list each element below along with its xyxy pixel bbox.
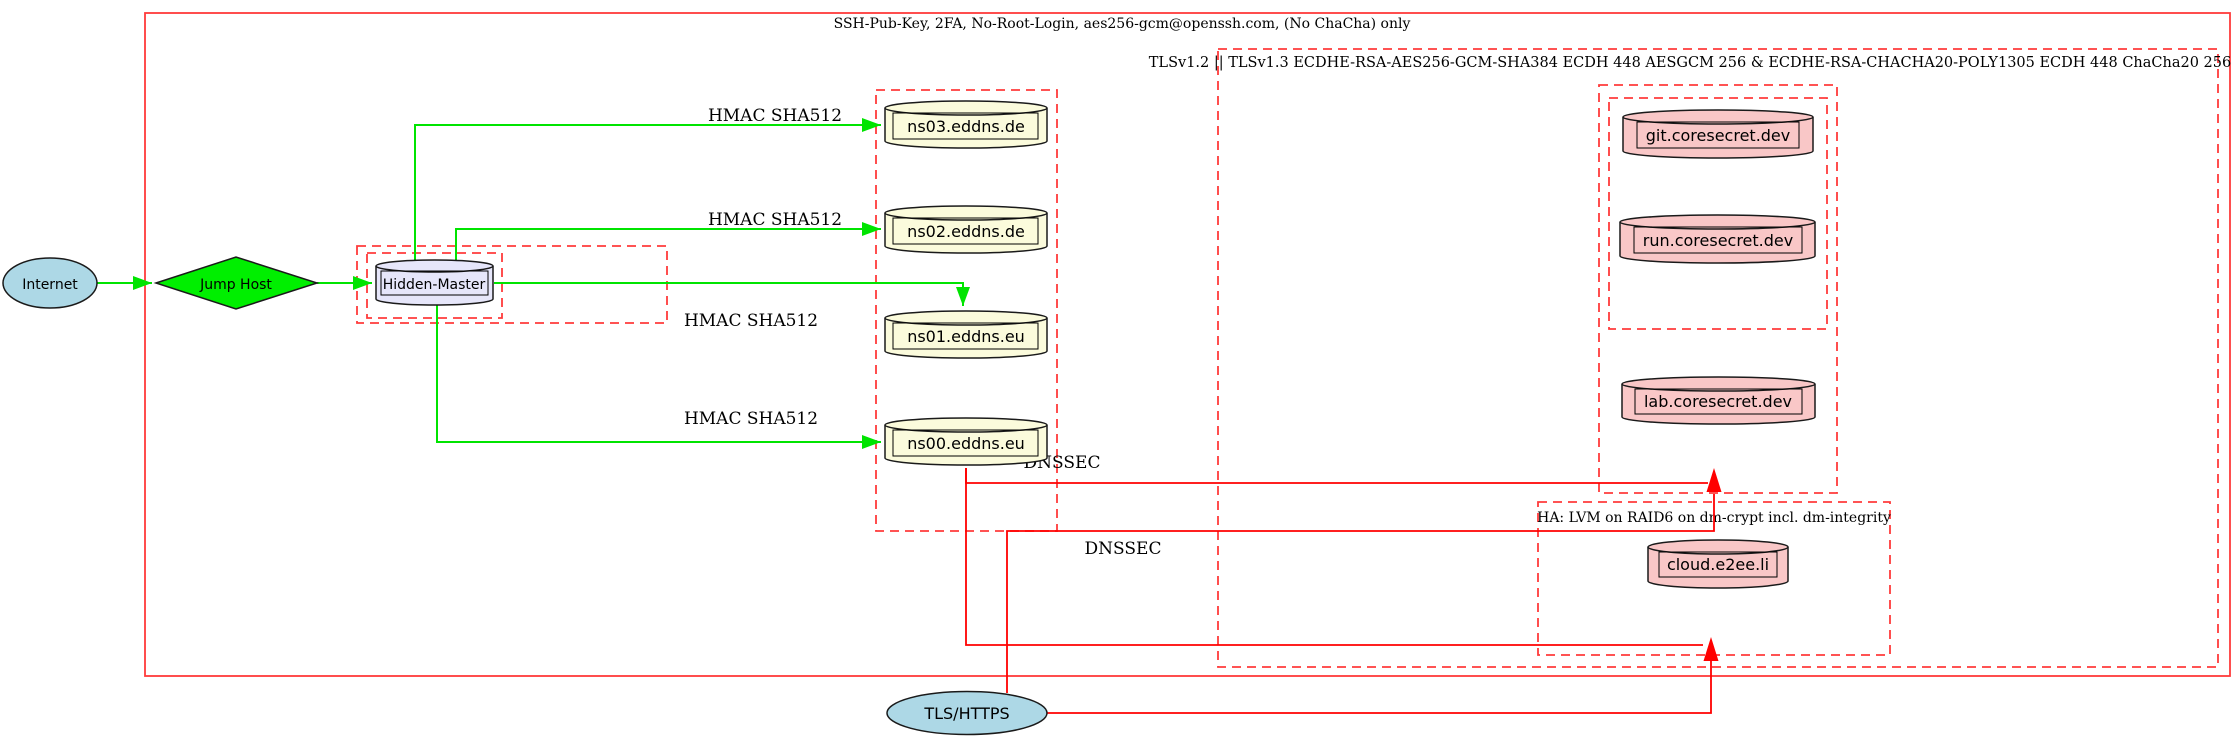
lab-label-box bbox=[1634, 388, 1803, 415]
hidden-master-label-box bbox=[380, 270, 489, 296]
node-ns02: ns02.eddns.de bbox=[884, 205, 1048, 254]
node-internet-label: Internet bbox=[22, 277, 78, 293]
node-run: run.coresecret.dev bbox=[1619, 214, 1816, 264]
node-hidden-master-label: Hidden-Master bbox=[383, 277, 486, 293]
cloud-label-box bbox=[1658, 551, 1778, 578]
red-arrowhead-ha-icon bbox=[1703, 637, 1719, 661]
node-tls-https-label: TLS/HTTPS bbox=[923, 704, 1009, 723]
node-lab: lab.coresecret.dev bbox=[1621, 376, 1816, 425]
node-ns02-label: ns02.eddns.de bbox=[907, 222, 1025, 241]
edge-label-hmac-ns02: HMAC SHA512 bbox=[708, 210, 842, 230]
edge-label-hmac-ns01: HMAC SHA512 bbox=[684, 311, 818, 331]
git-cylinder-rim bbox=[1622, 116, 1814, 125]
node-ns00-label: ns00.eddns.eu bbox=[907, 434, 1025, 453]
git-label-box bbox=[1636, 121, 1800, 149]
edge-tlshttps-ha bbox=[1047, 661, 1712, 714]
edge-tlshttps-services bbox=[1006, 494, 1715, 693]
hidden-master-cylinder-rim bbox=[375, 265, 494, 273]
cluster-services-outer-box bbox=[1598, 84, 1838, 494]
edge-hiddenmaster-ns02 bbox=[455, 222, 881, 261]
ns01-cylinder-rim bbox=[884, 317, 1048, 326]
ns02-cylinder-rim bbox=[884, 212, 1048, 221]
node-ns03-label: ns03.eddns.de bbox=[907, 117, 1025, 136]
edge-ns00-ha-dnssec bbox=[965, 468, 1703, 646]
edge-hiddenmaster-ns00 bbox=[436, 304, 881, 449]
run-cylinder-rim bbox=[1619, 221, 1816, 230]
node-ns01: ns01.eddns.eu bbox=[884, 310, 1048, 359]
node-ns01-label: ns01.eddns.eu bbox=[907, 327, 1025, 346]
cluster-services-inner-box bbox=[1608, 97, 1828, 330]
jump-host-diamond bbox=[153, 256, 320, 310]
node-lab-label: lab.coresecret.dev bbox=[1644, 392, 1792, 411]
cluster-tls-label: TLSv1.2 || TLSv1.3 ECDHE-RSA-AES256-GCM-… bbox=[1149, 55, 2231, 71]
edge-label-dnssec-2: DNSSEC bbox=[1085, 539, 1162, 559]
edge-label-hmac-ns03: HMAC SHA512 bbox=[708, 106, 842, 126]
node-internet: Internet bbox=[2, 257, 98, 309]
ns03-label-box bbox=[892, 112, 1039, 140]
edge-hiddenmaster-ns01 bbox=[494, 282, 970, 306]
cluster-tls-box bbox=[1217, 48, 2219, 668]
node-cloud: cloud.e2ee.li bbox=[1647, 539, 1789, 589]
cloud-cylinder-rim bbox=[1647, 546, 1789, 555]
edge-hiddenmaster-ns03 bbox=[414, 118, 881, 261]
node-hidden-master: Hidden-Master bbox=[375, 259, 494, 306]
cluster-ssh-box bbox=[144, 12, 2231, 677]
lab-cylinder-rim bbox=[1621, 383, 1816, 392]
ns01-label-box bbox=[892, 322, 1039, 350]
run-label-box bbox=[1633, 226, 1803, 254]
node-run-label: run.coresecret.dev bbox=[1643, 231, 1793, 250]
edge-label-hmac-ns00: HMAC SHA512 bbox=[684, 409, 818, 429]
node-git: git.coresecret.dev bbox=[1622, 109, 1814, 159]
node-tls-https: TLS/HTTPS bbox=[886, 690, 1048, 736]
node-git-label: git.coresecret.dev bbox=[1646, 126, 1791, 145]
node-ns00: ns00.eddns.eu bbox=[884, 417, 1048, 466]
node-jump-host: Jump Host bbox=[153, 256, 320, 310]
ns00-cylinder-rim bbox=[884, 424, 1048, 433]
internet-ellipse bbox=[2, 257, 98, 309]
ns03-cylinder-rim bbox=[884, 107, 1048, 116]
red-arrowhead-services-icon bbox=[1706, 468, 1722, 492]
node-ns03: ns03.eddns.de bbox=[884, 100, 1048, 149]
node-jump-host-label: Jump Host bbox=[199, 277, 272, 293]
cluster-ssh-label: SSH-Pub-Key, 2FA, No-Root-Login, aes256-… bbox=[834, 16, 1411, 32]
node-cloud-label: cloud.e2ee.li bbox=[1667, 555, 1769, 574]
ns00-label-box bbox=[892, 429, 1039, 457]
tls-https-ellipse bbox=[886, 690, 1048, 736]
ns02-label-box bbox=[892, 217, 1039, 245]
